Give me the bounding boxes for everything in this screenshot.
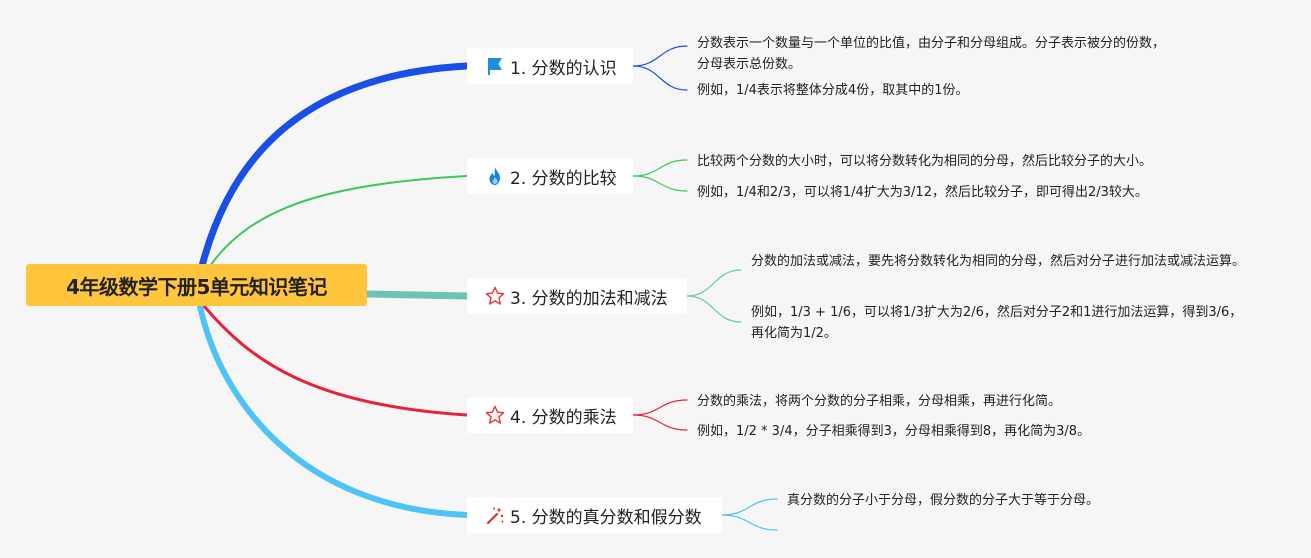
note-connector-2-2 — [632, 175, 688, 192]
root-topic-label: 4年级数学下册5单元知识笔记 — [66, 274, 327, 299]
note-connector-4-2 — [632, 414, 688, 431]
branch-topic-3-label: 3. 分数的加法和减法 — [510, 288, 668, 309]
star-icon — [485, 405, 505, 425]
note-connector-4-1 — [632, 399, 688, 416]
branch-2-note-1[interactable]: 比较两个分数的大小时，可以将分数转化为相同的分母，然后比较分子的大小。 — [697, 154, 1153, 169]
fire-icon — [485, 166, 505, 186]
branch-2-note-2[interactable]: 例如，1/4和2/3，可以将1/4扩大为3/12，然后比较分子，即可得出2/3较… — [697, 185, 1148, 200]
branch-3-note-2[interactable]: 例如，1/3 + 1/6，可以将1/3扩大为2/6，然后对分子2和1进行加法运算… — [751, 305, 1243, 341]
branch-3-note-1[interactable]: 分数的加法或减法，要先将分数转化为相同的分母，然后对分子进行加法或减法运算。 — [751, 254, 1246, 269]
note-connector-1-1 — [632, 45, 688, 67]
root-connector-2 — [209, 175, 468, 267]
branch-topic-1-label: 1. 分数的认识 — [510, 58, 617, 79]
branch-1-note-2[interactable]: 例如，1/4表示将整体分成4份，取其中的1份。 — [697, 83, 969, 98]
magic-wand-icon — [485, 505, 505, 525]
branch-topic-1[interactable]: 1. 分数的认识 — [467, 48, 633, 84]
note-connector-2-1 — [632, 159, 688, 177]
root-connector-4 — [202, 304, 469, 417]
note-connector-3-1 — [686, 269, 742, 297]
note-connector-1-2 — [632, 65, 688, 91]
branch-topic-5[interactable]: 5. 分数的真分数和假分数 — [467, 497, 722, 533]
branch-topic-5-label: 5. 分数的真分数和假分数 — [510, 507, 702, 528]
note-connector-5-2 — [721, 514, 778, 531]
note-connector-3-2 — [686, 295, 742, 323]
root-connector-5 — [197, 303, 470, 518]
branch-topic-2-label: 2. 分数的比较 — [510, 168, 617, 189]
branch-topic-2[interactable]: 2. 分数的比较 — [467, 158, 633, 194]
note-connector-5-1 — [721, 498, 778, 516]
root-topic[interactable]: 4年级数学下册5单元知识笔记 — [26, 264, 367, 306]
branch-4-note-1[interactable]: 分数的乘法，将两个分数的分子相乘，分母相乘，再进行化简。 — [697, 394, 1062, 409]
root-connector-3 — [363, 290, 471, 300]
branch-5-note-1[interactable]: 真分数的分子小于分母，假分数的分子大于等于分母。 — [787, 493, 1100, 508]
branch-topic-3[interactable]: 3. 分数的加法和减法 — [467, 278, 687, 314]
branch-topic-4-label: 4. 分数的乘法 — [510, 407, 617, 428]
branch-4-note-2[interactable]: 例如，1/2 * 3/4，分子相乘得到3，分母相乘得到8，再化简为3/8。 — [697, 424, 1091, 439]
root-connector-1 — [198, 62, 471, 270]
flag-icon — [485, 56, 505, 76]
star-icon — [485, 286, 505, 306]
branch-1-note-1[interactable]: 分数表示一个数量与一个单位的比值，由分子和分母组成。分子表示被分的份数，分母表示… — [697, 36, 1166, 72]
branch-topic-4[interactable]: 4. 分数的乘法 — [467, 397, 633, 433]
